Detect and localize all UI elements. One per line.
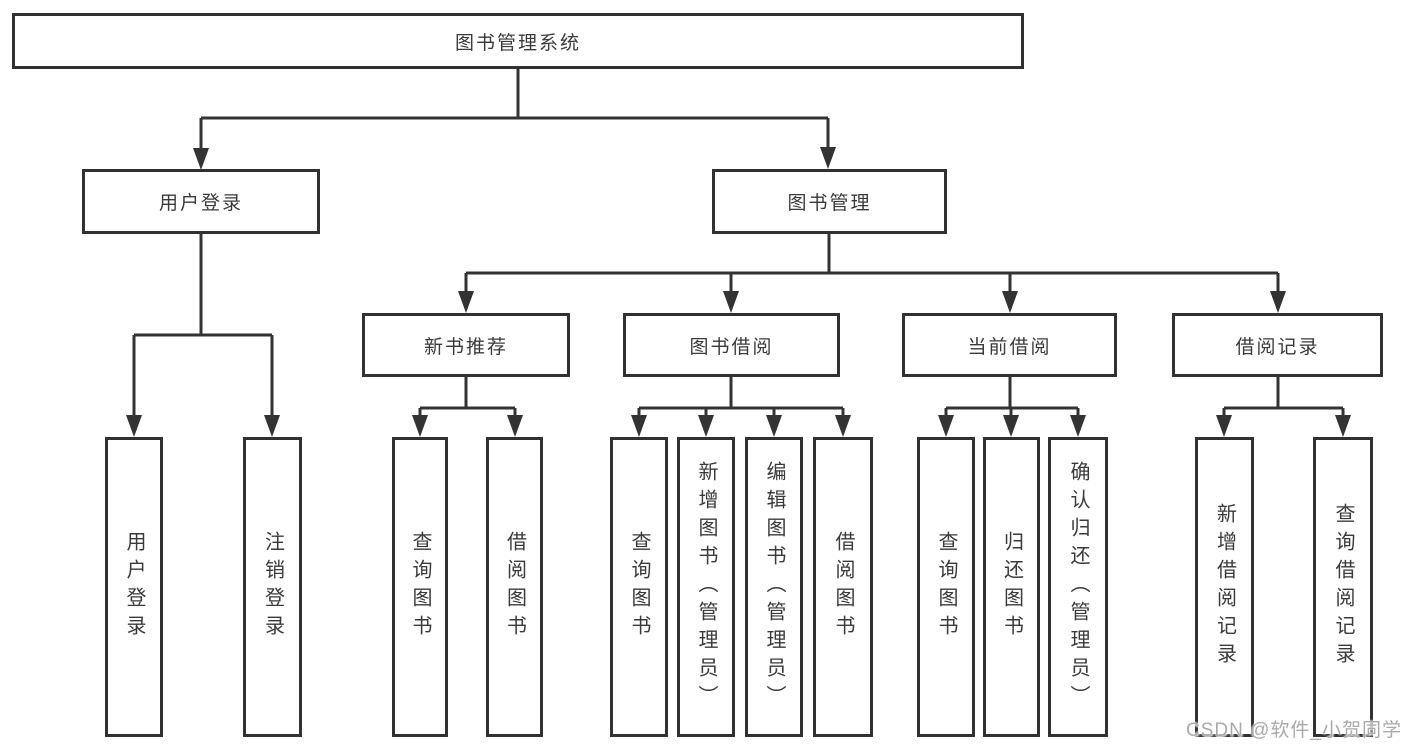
node-add-book-admin: 新增图书（管理员）	[677, 437, 735, 737]
node-borrow-books-1: 借阅图书	[486, 437, 543, 737]
node-label: 图书借阅	[689, 336, 774, 358]
arrowhead-icon	[126, 147, 1351, 437]
node-label: 图书管理系统	[454, 32, 581, 54]
node-query-books-2: 查询图书	[610, 437, 668, 737]
node-label: 借阅图书	[832, 531, 854, 643]
node-label: 注销登录	[261, 531, 284, 643]
node-label: 查询图书	[409, 531, 431, 643]
node-new-book-recommend: 新书推荐	[362, 313, 570, 377]
node-current-borrow: 当前借阅	[902, 313, 1117, 377]
node-label: 归还图书	[1000, 531, 1023, 643]
node-label: 查询借阅记录	[1332, 503, 1354, 671]
node-query-borrow-record: 查询借阅记录	[1313, 437, 1373, 737]
node-library-system: 图书管理系统	[12, 13, 1024, 69]
node-query-books-1: 查询图书	[392, 437, 448, 737]
watermark: CSDN @软件_小贺同学	[1186, 720, 1402, 741]
node-edit-book-admin: 编辑图书（管理员）	[745, 437, 803, 737]
node-label: 借阅记录	[1235, 336, 1320, 358]
node-label: 编辑图书（管理员）	[763, 461, 785, 713]
connector-path	[132, 69, 1345, 418]
node-label: 当前借阅	[967, 336, 1052, 358]
node-return-books: 归还图书	[983, 437, 1040, 737]
node-confirm-return-admin: 确认归还（管理员）	[1048, 437, 1108, 737]
node-borrow-books-2: 借阅图书	[813, 437, 873, 737]
node-user-login: 用户登录	[82, 169, 320, 234]
node-query-books-3: 查询图书	[917, 437, 975, 737]
node-label: 确认归还（管理员）	[1067, 461, 1089, 713]
node-logout: 注销登录	[243, 437, 302, 737]
node-book-borrow: 图书借阅	[623, 313, 840, 377]
node-label: 新增图书（管理员）	[695, 461, 717, 713]
node-add-borrow-record: 新增借阅记录	[1195, 437, 1254, 737]
node-user-login-action: 用户登录	[105, 437, 163, 737]
node-borrow-record: 借阅记录	[1172, 313, 1383, 377]
node-label: 用户登录	[123, 531, 145, 643]
node-label: 新增借阅记录	[1213, 503, 1236, 671]
node-label: 图书管理	[787, 193, 872, 214]
node-label: 新书推荐	[423, 336, 508, 358]
node-book-management: 图书管理	[712, 169, 947, 234]
node-label: 用户登录	[158, 193, 243, 214]
node-label: 借阅图书	[503, 531, 526, 643]
node-label: 查询图书	[935, 531, 957, 643]
node-label: 查询图书	[628, 531, 650, 643]
